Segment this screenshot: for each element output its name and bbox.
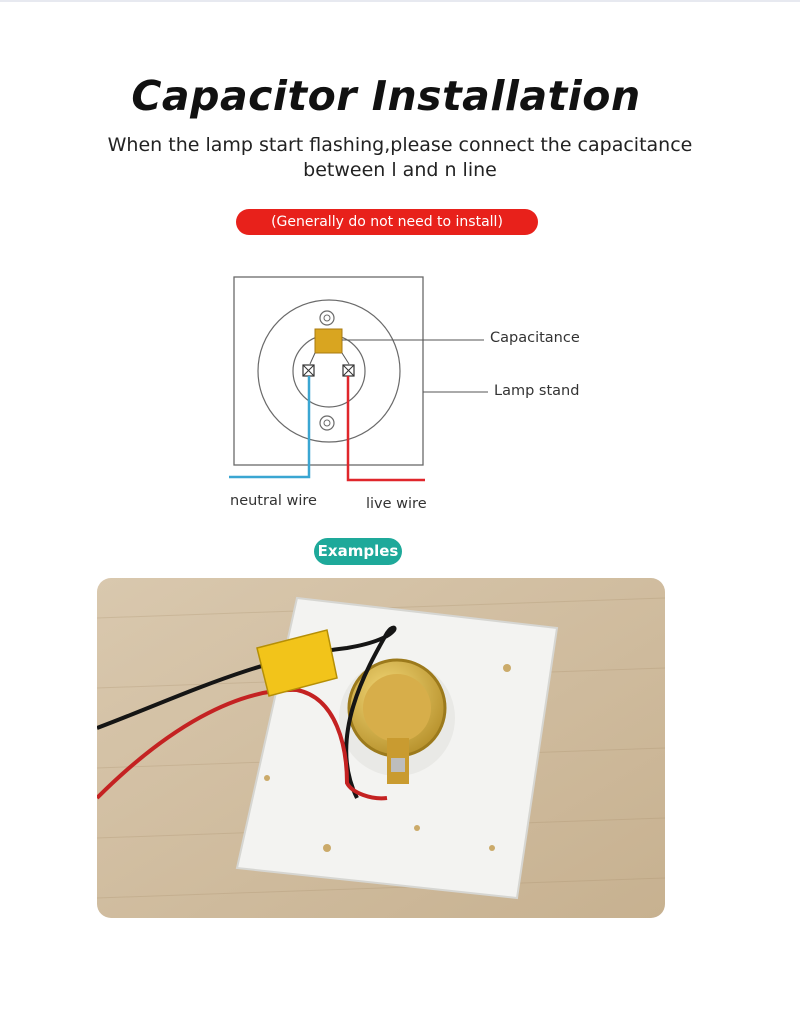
examples-badge: Examples (314, 538, 402, 565)
capacitor-component (314, 328, 343, 354)
black-wire (97, 625, 397, 799)
left-terminal-screw (302, 364, 315, 377)
bottom-screw-hole (319, 415, 335, 431)
right-terminal-screw (342, 364, 355, 377)
neutral-wire-label: neutral wire (230, 493, 317, 509)
bottom-screw-hole-center (323, 419, 331, 427)
optional-note-badge: (Generally do not need to install) (236, 209, 538, 235)
instruction-line-2: between l and n line (303, 159, 497, 181)
top-screw-hole-center (323, 314, 331, 322)
live-wire-label: live wire (366, 496, 427, 512)
lamp-stand-label: Lamp stand (494, 383, 580, 399)
instruction-line-1: When the lamp start flashing,please conn… (107, 134, 693, 156)
capacitor-lead-left (309, 352, 316, 365)
top-screw-hole (319, 310, 335, 326)
yellow-capacitor (256, 629, 338, 697)
capacitor-lead-right (341, 352, 350, 365)
lamp-stand-outer-ring (257, 299, 401, 443)
neutral-wire-line (229, 376, 311, 479)
red-wire (97, 687, 388, 801)
live-wire-line (346, 376, 425, 482)
lamp-stand-base (233, 276, 424, 466)
capacitance-label: Capacitance (490, 330, 580, 346)
example-installation-photo (97, 578, 665, 918)
lamp-holder-photo-illustration (97, 578, 665, 918)
page-title: Capacitor Installation (131, 72, 641, 120)
instruction-text: When the lamp start flashing,please conn… (0, 133, 800, 183)
top-divider (0, 0, 800, 2)
